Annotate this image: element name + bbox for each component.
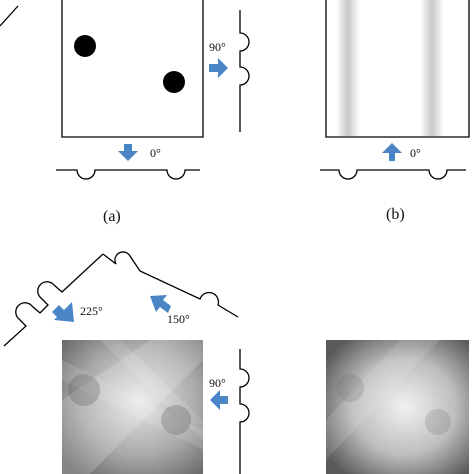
panel-d [326,340,469,474]
projection-band [420,0,444,136]
detector-90 [239,10,250,132]
reconstruction-image-c [62,340,203,474]
angle-label-0: 0° [410,146,421,160]
panel-c: 225° 150° 90° [3,251,250,474]
beam-arrow-up [382,143,402,161]
panel-label-b: (b) [386,206,405,223]
detector-150 [102,251,239,318]
phantom-dot [163,71,185,93]
detector-line-fragment [0,5,19,27]
angle-label-90: 90° [209,40,226,54]
phantom-dot [74,35,96,57]
angle-label-90: 90° [209,376,226,390]
detector-225 [3,253,104,347]
angle-label-225: 225° [80,304,103,318]
panel-label-a: (a) [103,208,121,225]
angle-label-0: 0° [150,146,161,160]
projection-band [336,0,360,136]
detector-0 [56,169,200,180]
beam-arrow-right [209,58,228,78]
beam-arrow-225 [52,302,74,322]
detector-90 [239,349,250,474]
beam-arrow-left [210,390,228,410]
angle-label-150: 150° [167,312,190,326]
beam-arrow-down [118,144,138,161]
panel-a: 90° 0° (a) [0,0,250,225]
reconstruction-image-d [326,340,469,474]
detector-0 [320,169,466,180]
phantom-box [61,0,204,138]
panel-b: 0° (b) [320,0,470,223]
beam-arrow-150 [150,295,171,313]
